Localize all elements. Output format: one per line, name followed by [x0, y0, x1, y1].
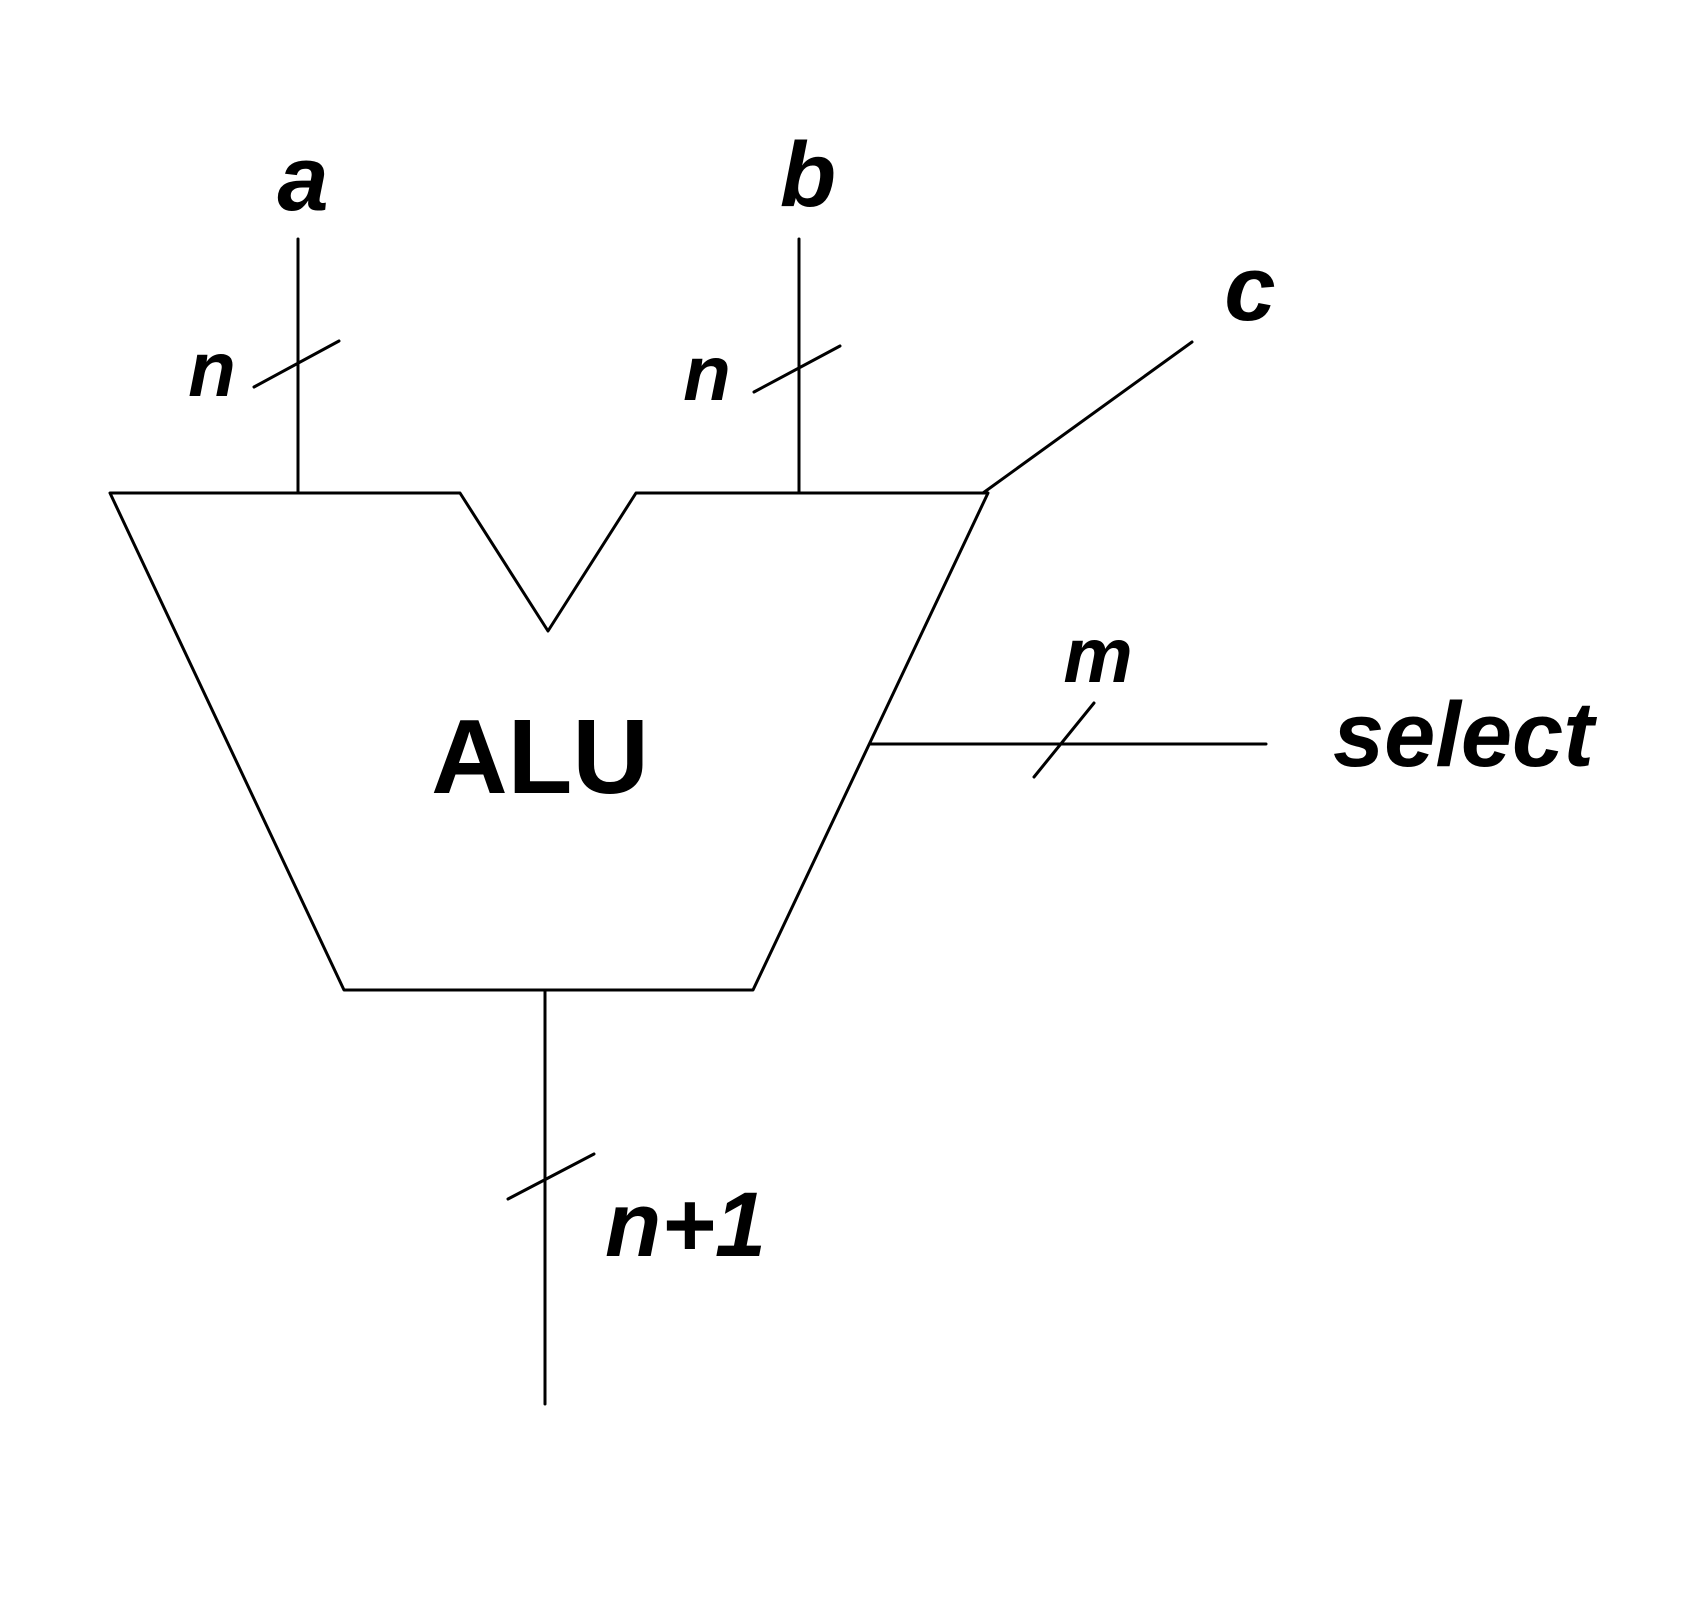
input-b-width-label: n [683, 329, 731, 417]
input-a-width-label: n [188, 325, 236, 413]
select-bus-slash [1032, 701, 1096, 779]
carry-in-wire [981, 340, 1194, 495]
select-width-label: m [1063, 611, 1132, 699]
alu-label: ALU [431, 698, 649, 816]
alu-body [108, 491, 990, 992]
input-b-label: b [780, 124, 836, 226]
input-b-bus-slash [752, 344, 842, 394]
input-a-label: a [277, 128, 328, 230]
output-bus-slash [506, 1152, 596, 1201]
input-a-bus-slash [252, 339, 341, 389]
select-label: select [1333, 684, 1597, 786]
output-width-label: n+1 [605, 1174, 766, 1276]
carry-in-label: c [1224, 238, 1275, 340]
